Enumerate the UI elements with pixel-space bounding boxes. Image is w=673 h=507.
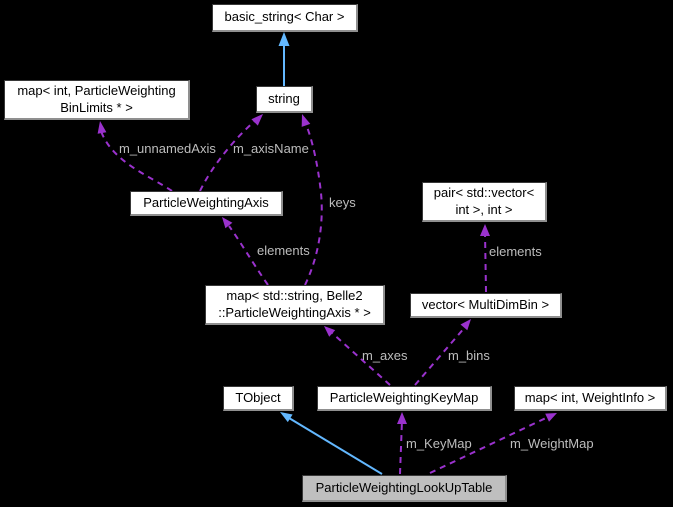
edge-m-axes [330,331,391,386]
edge-label-elements-pair: elements [489,244,542,259]
node-basic-string: basic_string< Char > [212,4,358,32]
node-tobject[interactable]: TObject [223,386,294,411]
edge-label-m-axes: m_axes [362,348,408,363]
node-map-string-particleweightingaxis: map< std::string, Belle2 ::ParticleWeigh… [205,285,385,325]
edge-label-m-bins: m_bins [448,348,490,363]
edge-elements-axis [228,225,269,286]
arrowhead-tobject [280,412,293,423]
edge-label-elements-axis: elements [257,243,310,258]
edge-m-axisname [199,119,257,192]
arrowhead-elements-axis [222,217,233,229]
arrowhead-keys [301,114,311,127]
edge-m-bins [414,325,467,386]
arrowhead-m-keymap [397,412,407,424]
node-string: string [256,86,313,113]
node-particleweightinglookuptable: ParticleWeightingLookUpTable [302,475,507,502]
arrowhead-m-axisname [251,114,263,126]
edge-label-keys: keys [329,195,356,210]
edge-label-m-unnamedaxis: m_unnamedAxis [119,141,216,156]
node-particleweightingaxis[interactable]: ParticleWeightingAxis [130,191,283,216]
edge-inherit-tobject [288,417,383,475]
arrowhead-m-unnamedaxis [97,121,107,134]
edge-keys [304,121,323,286]
node-map-int-particleweightingbinlimits: map< int, ParticleWeighting BinLimits * … [4,80,190,120]
arrowhead-m-bins [460,319,471,331]
node-pair-stdvector-int: pair< std::vector< int >, int > [422,182,547,222]
arrowhead-m-weightmap [545,413,557,422]
edge-label-m-weightmap: m_WeightMap [510,436,594,451]
edge-m-unnamedaxis [100,130,173,192]
edge-label-m-keymap: m_KeyMap [406,436,472,451]
arrowhead-elements-pair [480,224,490,236]
edge-elements-pair [484,231,487,293]
node-map-int-weightinfo: map< int, WeightInfo > [514,386,667,411]
node-vector-multidimbin: vector< MultiDimBin > [410,293,562,318]
arrowhead-m-axes [324,326,336,337]
node-particleweightingkeymap[interactable]: ParticleWeightingKeyMap [317,386,492,411]
arrowhead-basic-string [278,32,290,46]
edge-m-keymap [399,419,403,475]
edge-label-m-axisname: m_axisName [233,141,309,156]
